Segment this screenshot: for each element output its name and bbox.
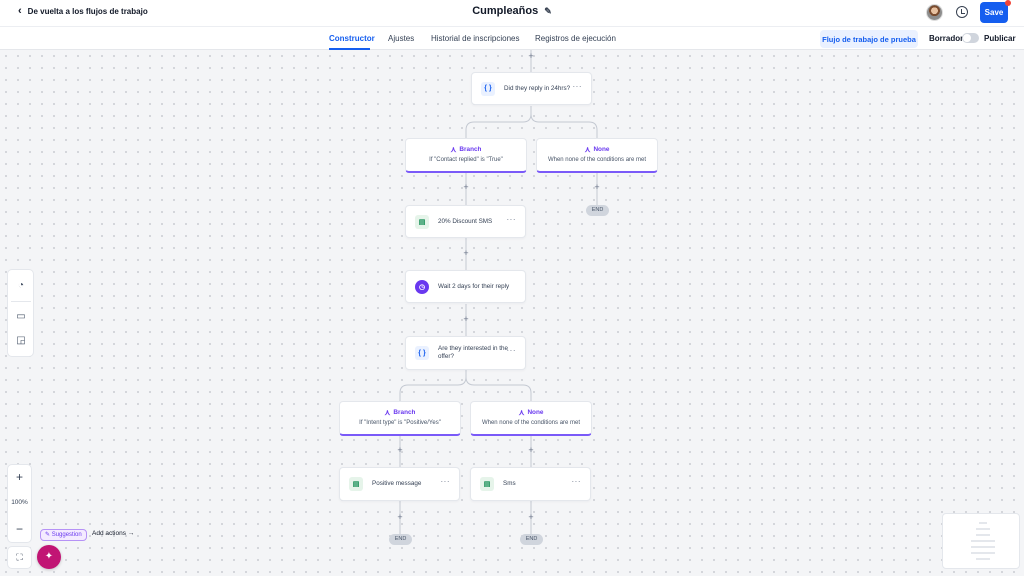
- sms-icon: ▤: [349, 477, 363, 491]
- node-label: Wait 2 days for their reply: [438, 282, 510, 290]
- node-label: Sms: [503, 480, 516, 487]
- add-step-plus[interactable]: +: [463, 248, 469, 258]
- sms-action-node[interactable]: ▤ Sms ···: [470, 467, 591, 501]
- node-label: 20% Discount SMS: [438, 217, 493, 225]
- fit-view-icon[interactable]: ⛶: [7, 546, 32, 569]
- end-marker: END: [520, 534, 543, 545]
- more-icon[interactable]: ···: [506, 346, 516, 355]
- test-workflow-button[interactable]: Flujo de trabajo de prueba: [820, 30, 918, 48]
- braces-icon: { }: [415, 346, 429, 360]
- branch-subtitle: If "Intent type" is "Positive/Yes": [359, 420, 441, 426]
- back-label: De vuelta a los flujos de trabajo: [27, 6, 148, 16]
- tab-constructor[interactable]: Constructor: [329, 34, 375, 43]
- add-step-plus[interactable]: +: [528, 445, 534, 455]
- add-step-plus[interactable]: +: [463, 182, 469, 192]
- end-marker: END: [389, 534, 412, 545]
- sms-action-node[interactable]: ▤ 20% Discount SMS ···: [405, 205, 526, 238]
- publish-toggle[interactable]: [962, 33, 979, 43]
- add-step-plus[interactable]: +: [528, 512, 534, 522]
- braces-icon: { }: [481, 81, 495, 96]
- active-tab-indicator: [329, 48, 370, 50]
- branch-title: Branch: [459, 146, 482, 153]
- more-icon[interactable]: ···: [440, 477, 450, 486]
- branch-icon: ⋏: [384, 408, 391, 417]
- branch-title: Branch: [393, 409, 416, 416]
- workflow-title-text: Cumpleaños: [472, 5, 539, 17]
- back-link[interactable]: ‹ De vuelta a los flujos de trabajo: [18, 5, 148, 17]
- comment-icon[interactable]: ▭: [16, 311, 26, 322]
- tab-bar: Constructor Ajustes Historial de inscrip…: [0, 26, 1024, 50]
- more-icon[interactable]: ···: [572, 82, 582, 91]
- top-bar: ‹ De vuelta a los flujos de trabajo Cump…: [0, 0, 1024, 26]
- sticky-note-icon[interactable]: ◲: [16, 335, 26, 346]
- add-step-plus[interactable]: +: [594, 182, 600, 192]
- pencil-icon[interactable]: ✎: [544, 6, 552, 16]
- zoom-in-button[interactable]: +: [15, 470, 23, 484]
- branch-subtitle: If "Contact replied" is "True": [429, 157, 503, 163]
- clock-icon: ◷: [415, 279, 429, 294]
- branch-icon: ⋏: [518, 408, 525, 417]
- suggestion-chip[interactable]: ✎ Suggestion: [40, 529, 87, 541]
- branch-subtitle: When none of the conditions are met: [547, 157, 647, 163]
- branch-icon: ⋏: [450, 145, 457, 154]
- none-branch-node[interactable]: ⋏None When none of the conditions are me…: [536, 138, 658, 173]
- end-marker: END: [586, 205, 609, 216]
- ai-assistant-button[interactable]: ✦: [37, 545, 61, 569]
- condition-node[interactable]: { } Are they interested in the offer? ··…: [405, 336, 526, 370]
- branch-subtitle: When none of the conditions are met: [481, 420, 581, 426]
- publish-label: Publicar: [984, 34, 1016, 43]
- notification-dot: [1005, 0, 1011, 6]
- add-actions-link[interactable]: Add actions →: [92, 530, 135, 537]
- workflow-title[interactable]: Cumpleaños ✎: [0, 5, 1024, 17]
- sms-action-node[interactable]: ▤ Positive message ···: [339, 467, 460, 501]
- save-button[interactable]: Save: [980, 2, 1008, 23]
- zoom-level: 100%: [11, 499, 28, 506]
- zoom-controls: + 100% −: [7, 464, 32, 543]
- sms-icon: ▤: [415, 214, 429, 229]
- branch-title: None: [527, 409, 544, 416]
- more-icon[interactable]: ···: [571, 477, 581, 486]
- more-icon[interactable]: ···: [506, 215, 516, 224]
- node-label: Did they reply in 24hrs?: [504, 84, 571, 92]
- pie-chart-icon[interactable]: ◔: [17, 280, 25, 291]
- wait-node[interactable]: ◷ Wait 2 days for their reply: [405, 270, 526, 303]
- branch-icon: ⋏: [584, 145, 591, 154]
- add-step-plus[interactable]: +: [397, 445, 403, 455]
- branch-title: None: [593, 146, 610, 153]
- tab-registros[interactable]: Registros de ejecución: [535, 34, 616, 43]
- add-step-plus[interactable]: +: [528, 51, 534, 61]
- suggestion-label: Suggestion: [51, 532, 82, 538]
- add-step-plus[interactable]: +: [463, 314, 469, 324]
- add-actions-label: Add actions: [92, 530, 126, 537]
- branch-node[interactable]: ⋏Branch If "Intent type" is "Positive/Ye…: [339, 401, 461, 436]
- branch-node[interactable]: ⋏Branch If "Contact replied" is "True": [405, 138, 527, 173]
- node-label: Positive message: [372, 480, 422, 487]
- draft-label: Borrador: [929, 34, 964, 43]
- condition-node[interactable]: { } Did they reply in 24hrs? ···: [471, 72, 592, 105]
- minimap[interactable]: [942, 513, 1020, 569]
- none-branch-node[interactable]: ⋏None When none of the conditions are me…: [470, 401, 592, 436]
- add-step-plus[interactable]: +: [397, 512, 403, 522]
- avatar[interactable]: [926, 4, 943, 21]
- node-label: Are they interested in the offer?: [438, 345, 509, 360]
- left-toolbar: ◔ ▭ ◲: [7, 269, 34, 357]
- chevron-left-icon: ‹: [18, 5, 22, 17]
- divider: [11, 301, 31, 302]
- tab-ajustes[interactable]: Ajustes: [388, 34, 415, 43]
- zoom-out-button[interactable]: −: [15, 522, 23, 536]
- tab-historial[interactable]: Historial de inscripciones: [431, 34, 520, 43]
- sms-icon: ▤: [480, 477, 494, 491]
- history-icon[interactable]: [956, 6, 968, 18]
